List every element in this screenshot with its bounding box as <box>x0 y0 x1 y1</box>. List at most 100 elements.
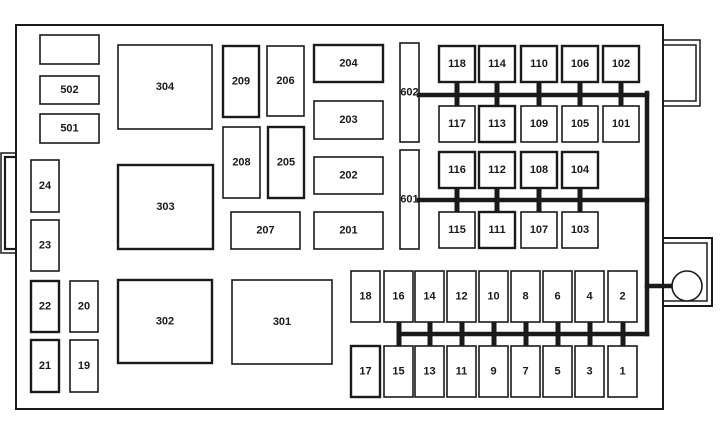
fuse-8-label: 8 <box>522 291 528 303</box>
fuse-2: 2 <box>607 270 638 323</box>
fuse-3: 3 <box>574 345 605 398</box>
fuse-9: 9 <box>478 345 509 398</box>
fuse-18-label: 18 <box>359 291 371 303</box>
fuse-117: 117 <box>438 105 476 143</box>
fuse-104-label: 104 <box>571 164 590 176</box>
fuse-8: 8 <box>510 270 541 323</box>
relay-301-label: 301 <box>273 316 291 328</box>
fuse-1-label: 1 <box>619 366 625 378</box>
relay-303-label: 303 <box>156 201 174 213</box>
fuse-5: 5 <box>542 345 573 398</box>
fuse-106: 106 <box>560 44 600 84</box>
fuse-9-label: 9 <box>490 366 496 378</box>
fuse-18: 18 <box>350 270 381 323</box>
bus-bar-601: 601 <box>399 149 420 250</box>
relay-209: 209 <box>221 44 261 119</box>
fuse-103: 103 <box>561 211 599 249</box>
relay-304: 304 <box>117 44 213 130</box>
relay-302-label: 302 <box>156 316 174 328</box>
fuse-114: 114 <box>477 44 517 84</box>
fuse-15: 15 <box>383 345 414 398</box>
relay-502: 502 <box>39 75 100 105</box>
fuse-20-label: 20 <box>78 301 90 313</box>
relay-201-label: 201 <box>339 225 357 237</box>
fuse-17: 17 <box>349 344 382 399</box>
fuse-11-label: 11 <box>456 366 468 378</box>
relay-209-label: 209 <box>232 76 250 88</box>
relay-304-label: 304 <box>156 81 175 93</box>
relay-slot-empty <box>39 34 100 65</box>
fuse-116: 116 <box>437 150 477 190</box>
fuse-109: 109 <box>520 105 558 143</box>
fuse-22-label: 22 <box>39 301 51 313</box>
fuse-16-label: 16 <box>392 291 404 303</box>
relay-202: 202 <box>313 156 384 195</box>
fuse-23-label: 23 <box>39 240 51 252</box>
fuse-13: 13 <box>414 345 445 398</box>
relay-205-label: 205 <box>277 157 295 169</box>
right-top-tab <box>661 39 701 107</box>
fuse-109-label: 109 <box>530 118 548 130</box>
fuse-23: 23 <box>30 219 60 272</box>
fuse-103-label: 103 <box>571 224 589 236</box>
relay-302: 302 <box>116 278 214 365</box>
fuse-108: 108 <box>519 150 559 190</box>
fuse-114-label: 114 <box>488 58 507 70</box>
fuse-115: 115 <box>438 211 476 249</box>
fuse-10-label: 10 <box>487 291 499 303</box>
fuse-102: 102 <box>601 44 641 84</box>
fuse-105: 105 <box>561 105 599 143</box>
fuse-2-label: 2 <box>619 291 625 303</box>
fuse-118: 118 <box>437 44 477 84</box>
fuse-12-label: 12 <box>455 291 467 303</box>
fuse-7: 7 <box>510 345 541 398</box>
fuse-111-label: 111 <box>488 224 505 236</box>
relay-205: 205 <box>266 125 306 200</box>
fuse-13-label: 13 <box>423 366 435 378</box>
fuse-19-label: 19 <box>78 360 90 372</box>
relay-206-label: 206 <box>276 75 294 87</box>
fuse-104: 104 <box>560 150 600 190</box>
relay-203: 203 <box>313 100 384 140</box>
relay-501: 501 <box>39 113 100 144</box>
fuse-110: 110 <box>519 44 559 84</box>
fuse-11: 11 <box>446 345 477 398</box>
fuse-1: 1 <box>607 345 638 398</box>
fuse-111: 111 <box>477 210 517 250</box>
fuse-24-label: 24 <box>39 180 52 192</box>
circle-terminal-icon <box>671 270 703 302</box>
fuse-102-label: 102 <box>612 58 630 70</box>
fuse-101-label: 101 <box>612 118 630 130</box>
fuse-113-label: 113 <box>488 118 506 130</box>
fuse-10: 10 <box>478 270 509 323</box>
fuse-4-label: 4 <box>586 291 593 303</box>
fuse-6-label: 6 <box>554 291 560 303</box>
fuse-105-label: 105 <box>571 118 589 130</box>
fuse-107: 107 <box>520 211 558 249</box>
relay-202-label: 202 <box>339 170 357 182</box>
fuse-21-label: 21 <box>39 360 51 372</box>
relay-206: 206 <box>266 45 305 117</box>
fuse-108-label: 108 <box>530 164 548 176</box>
relay-207-label: 207 <box>256 225 274 237</box>
fuse-101: 101 <box>602 105 640 143</box>
fuse-110-label: 110 <box>530 58 548 70</box>
fuse-7-label: 7 <box>522 366 528 378</box>
fuse-113: 113 <box>477 104 517 144</box>
bus-bar-602: 602 <box>399 42 420 143</box>
relay-204: 204 <box>312 43 385 84</box>
relay-502-label: 502 <box>60 84 78 96</box>
bus-bar-601-label: 601 <box>400 194 418 206</box>
fuse-116-label: 116 <box>448 164 466 176</box>
fuse-14: 14 <box>414 270 445 323</box>
relay-204-label: 204 <box>339 58 358 70</box>
fuse-106-label: 106 <box>571 58 589 70</box>
fuse-3-label: 3 <box>586 366 592 378</box>
fuse-15-label: 15 <box>392 366 404 378</box>
relay-208: 208 <box>222 126 261 199</box>
fuse-16: 16 <box>383 270 414 323</box>
fuse-14-label: 14 <box>423 291 436 303</box>
fuse-112-label: 112 <box>488 164 506 176</box>
fuse-19: 19 <box>69 339 99 393</box>
